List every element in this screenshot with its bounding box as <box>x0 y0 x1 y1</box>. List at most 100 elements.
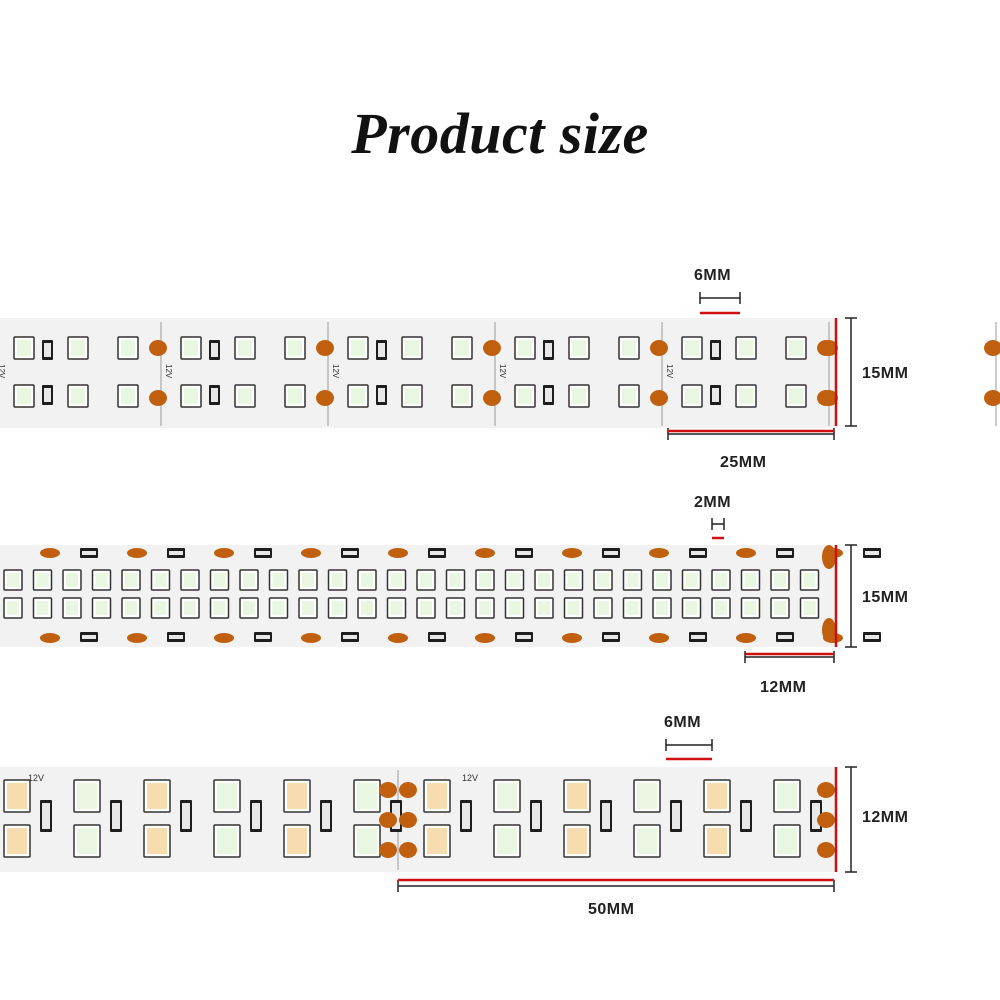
led-emitter <box>390 601 403 615</box>
solder-pad <box>822 618 836 642</box>
led-emitter <box>455 340 469 356</box>
led-emitter <box>739 340 753 356</box>
solder-pad <box>817 812 835 828</box>
resistor-body <box>712 343 719 357</box>
led-emitter <box>497 828 517 854</box>
strip-2-led-gap-label: 2MM <box>694 494 732 511</box>
strip-1-segment-length-label: 25MM <box>720 454 767 471</box>
led-emitter <box>147 828 167 854</box>
led-emitter <box>744 573 757 587</box>
solder-pad <box>475 633 495 643</box>
solder-pad <box>127 548 147 558</box>
led-emitter <box>637 783 657 809</box>
strip-1-pcb <box>0 318 835 428</box>
solder-pad <box>214 548 234 558</box>
led-emitter <box>154 573 167 587</box>
led-emitter <box>287 783 307 809</box>
led-emitter <box>147 783 167 809</box>
led-emitter <box>420 573 432 587</box>
resistor-body <box>712 388 719 402</box>
solder-pad <box>127 633 147 643</box>
resistor-body <box>256 635 270 639</box>
led-emitter <box>121 340 135 356</box>
solder-pad <box>316 340 334 356</box>
strip-2-pcb <box>0 545 836 647</box>
led-emitter <box>217 783 237 809</box>
led-emitter <box>288 388 302 404</box>
voltage-marking: 12V <box>0 364 6 379</box>
resistor-body <box>42 803 50 829</box>
led-emitter <box>597 573 609 587</box>
resistor-body <box>430 551 444 555</box>
solder-pad <box>483 340 501 356</box>
led-emitter <box>803 573 816 587</box>
led-emitter <box>626 573 639 587</box>
solder-pad <box>388 633 408 643</box>
strip-1-led-gap-label: 6MM <box>694 267 732 284</box>
resistor-body <box>44 343 51 357</box>
led-emitter <box>597 601 609 615</box>
led-emitter <box>572 388 586 404</box>
resistor-body <box>112 803 120 829</box>
led-emitter <box>243 601 255 615</box>
led-emitter <box>518 340 532 356</box>
led-emitter <box>622 340 636 356</box>
solder-pad <box>736 633 756 643</box>
solder-pad <box>817 782 835 798</box>
led-emitter <box>36 601 49 615</box>
led-emitter <box>538 573 550 587</box>
resistor-body <box>545 388 552 402</box>
led-emitter <box>707 783 727 809</box>
led-emitter <box>357 828 377 854</box>
led-emitter <box>217 828 237 854</box>
solder-pad <box>379 782 397 798</box>
resistor-body <box>256 551 270 555</box>
resistor-body <box>517 551 531 555</box>
led-emitter <box>7 828 27 854</box>
voltage-marking: 12V <box>665 364 674 379</box>
resistor-body <box>252 803 260 829</box>
resistor-body <box>462 803 470 829</box>
led-emitter <box>715 601 727 615</box>
led-emitter <box>351 340 365 356</box>
led-emitter <box>361 573 373 587</box>
led-emitter <box>184 340 198 356</box>
led-emitter <box>238 340 252 356</box>
led-emitter <box>497 783 517 809</box>
led-emitter <box>567 601 580 615</box>
led-emitter <box>538 601 550 615</box>
led-emitter <box>95 601 108 615</box>
strip-3-led-gap-label: 6MM <box>664 714 702 731</box>
led-emitter <box>71 388 85 404</box>
solder-pad <box>301 548 321 558</box>
solder-pad <box>149 390 167 406</box>
led-emitter <box>656 601 668 615</box>
strip-2-width-label: 15MM <box>862 589 909 606</box>
led-emitter <box>7 601 19 615</box>
solder-pad <box>736 548 756 558</box>
solder-pad <box>399 782 417 798</box>
resistor-body <box>532 803 540 829</box>
solder-pad <box>379 842 397 858</box>
resistor-body <box>343 635 357 639</box>
solder-pad <box>316 390 334 406</box>
dimension-lines <box>397 292 857 892</box>
solder-pad <box>820 390 838 406</box>
resistor-body <box>82 635 96 639</box>
led-emitter <box>567 828 587 854</box>
led-emitter <box>390 573 403 587</box>
led-emitter <box>405 388 419 404</box>
led-emitter <box>656 573 668 587</box>
led-emitter <box>449 573 462 587</box>
solder-pad <box>301 633 321 643</box>
resistor-body <box>602 803 610 829</box>
led-emitter <box>243 573 255 587</box>
led-emitter <box>7 573 19 587</box>
led-emitter <box>302 601 314 615</box>
resistor-body <box>691 551 705 555</box>
solder-pad <box>562 633 582 643</box>
led-emitter <box>361 601 373 615</box>
led-emitter <box>744 601 757 615</box>
led-emitter <box>420 601 432 615</box>
